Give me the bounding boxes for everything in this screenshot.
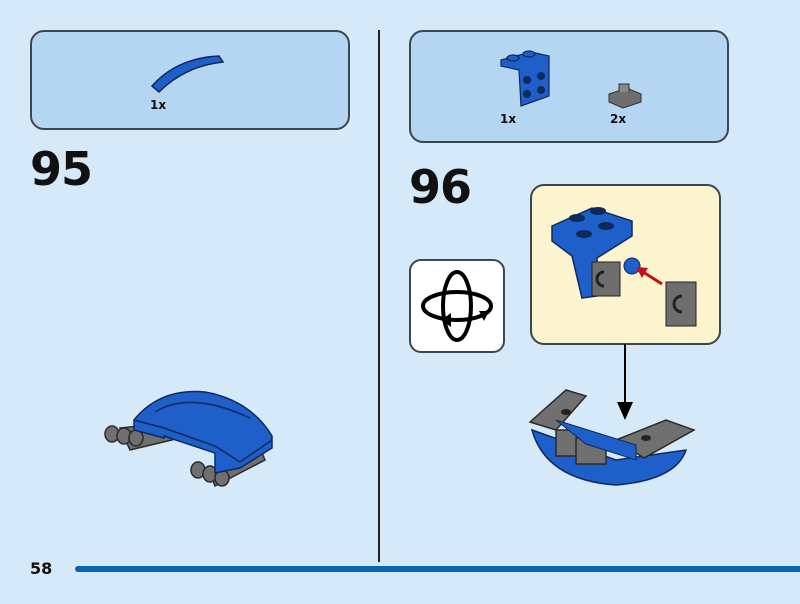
clip-tile-part-image — [608, 83, 642, 109]
step-number-96: 96 — [409, 160, 472, 214]
step-96-model-image — [528, 389, 696, 486]
step-number-95: 95 — [30, 142, 93, 196]
parts-list-step-96: 1x 2x — [409, 30, 729, 143]
step-divider — [378, 30, 380, 562]
bracket-part-image — [500, 50, 550, 107]
parts-list-step-95: 1x — [30, 30, 350, 130]
down-arrow-icon — [617, 344, 633, 420]
sub-assembly-callout — [530, 184, 721, 345]
rotate-model-icon — [409, 259, 505, 353]
part-qty: 1x — [150, 98, 167, 112]
callout-assembly-image — [551, 207, 697, 327]
step-95-model-image — [104, 390, 273, 488]
footer-bar — [75, 566, 800, 572]
page-number: 58 — [30, 559, 53, 578]
curved-slope-part-image — [150, 55, 225, 94]
part-qty: 1x — [500, 112, 517, 126]
part-qty: 2x — [610, 112, 627, 126]
